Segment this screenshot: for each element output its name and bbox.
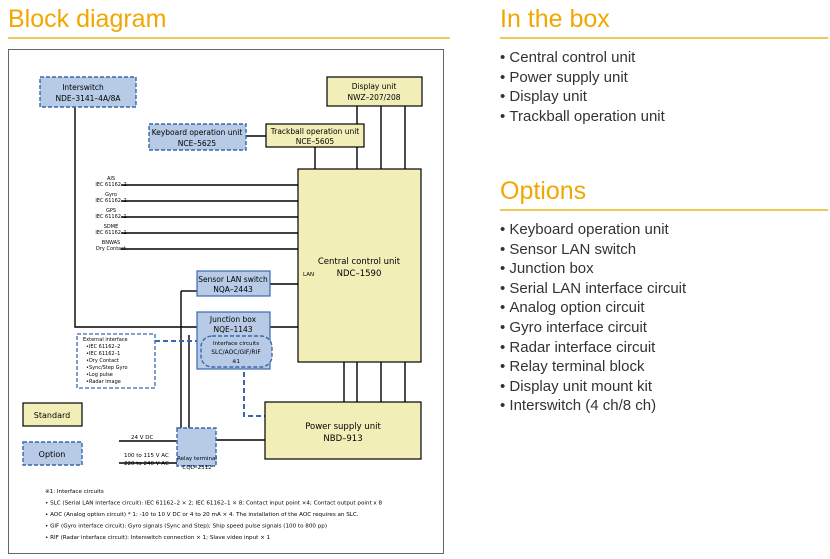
in-the-box-item: Trackball operation unit [500,107,664,127]
input-label-standard: IEC 61162–1 [95,214,126,220]
power-label-dc: 24 V DC [131,435,153,441]
relay-terminal-model: CQD–2312 [182,465,211,471]
external-interface-block: External interface•IEC 61162–2•IEC 61162… [76,333,156,389]
in-the-box-title: In the box [500,5,610,33]
options-list: Keyboard operation unitSensor LAN switch… [500,220,686,416]
external-interface-line: •Sync/Step Gyro [86,365,128,371]
input-label-name: Gyro [105,192,117,198]
display-unit-model: NWZ–207/208 [347,93,400,102]
options-item: Interswitch (4 ch/8 ch) [500,396,686,416]
sensor-lan-switch-block: Sensor LAN switch NQA–2443 [196,270,271,297]
relay-terminal-name: Relay terminal [177,456,217,462]
footnote-line: • SLC (Serial LAN interface circuit): IE… [45,501,383,507]
options-item: Display unit mount kit [500,377,686,397]
external-interface-line: •Radar image [86,379,121,385]
input-label-name: AIS [107,176,115,182]
options-item: Keyboard operation unit [500,220,686,240]
trackball-unit-block: Trackball operation unit NCE–5605 [265,123,365,148]
in-the-box-item: Power supply unit [500,68,665,88]
ccu-model: NDC–1590 [337,269,382,279]
external-interface-line: External interface [83,337,128,343]
power-label-ac-low: 100 to 115 V AC [124,453,169,459]
block-diagram-rule [8,37,450,39]
block-diagram-title: Block diagram [8,5,167,33]
input-label-standard: IEC 61162–1 [95,230,126,236]
external-interface-line: •IEC 61162–2 [86,344,120,350]
options-item: Relay terminal block [500,357,686,377]
interswitch-block: Interswitch NDE–3141–4A/8A [39,76,137,108]
sensor-lan-model: NQA–2443 [213,285,253,294]
options-item: Junction box [500,259,686,279]
input-label-name: BNWAS [102,240,120,246]
psu-name: Power supply unit [305,422,381,432]
keyboard-unit-name: Keyboard operation unit [152,128,243,137]
keyboard-unit-block: Keyboard operation unit NCE–5625 [148,123,247,151]
interface-psu-link [243,351,272,417]
in-the-box-rule [500,37,828,39]
input-label-name: GPS [106,208,116,214]
sensor-lan-name: Sensor LAN switch [198,275,268,284]
legend-standard-label: Standard [34,411,70,420]
relay-terminal-block: Relay terminal CQD–2312 [176,427,217,471]
options-item: Radar interface circuit [500,338,686,358]
display-unit-name: Display unit [352,82,397,91]
psu-model: NBD–913 [323,434,362,444]
display-unit-block: Display unit NWZ–207/208 [326,76,423,107]
input-label-standard: IEC 61162–2 [95,182,126,188]
input-label-standard: Dry Contact [96,246,126,252]
external-interface-line: •IEC 61162–1 [86,351,120,357]
lan-label: LAN [303,272,314,278]
interswitch-junction-link [74,107,197,328]
footnote-line: • RIF (Radar interface circuit): Intersw… [45,535,271,541]
in-the-box-list: Central control unitPower supply unitDis… [500,48,665,127]
in-the-box-item: Central control unit [500,48,665,68]
external-interface-line: •Log pulse [86,372,113,378]
central-control-unit-block: Central control unit NDC–1590 LAN [297,168,422,363]
legend-option-label: Option [39,450,66,459]
input-label-name: SDME [104,224,119,230]
interface-circuits-types: SLC/AOC/GIF/RIF [211,349,261,356]
external-interface-line: •Dry Contact [86,358,119,364]
power-label-ac-high: 220 to 240 V AC [124,461,169,467]
footnote-line: • GIF (Gyro interface circuit): Gyro sig… [45,524,327,530]
footnote-line: • AOC (Analog option circuit) * 1: -10 t… [45,512,359,518]
power-supply-unit-block: Power supply unit NBD–913 [264,401,422,460]
options-item: Gyro interface circuit [500,318,686,338]
junction-box-name: Junction box [209,315,257,324]
options-item: Sensor LAN switch [500,240,686,260]
keyboard-unit-model: NCE–5625 [178,139,217,148]
legend-standard: Standard [22,402,83,427]
trackball-unit-model: NCE–5605 [296,137,335,146]
interface-circuits-name: Interface circuits [213,341,259,347]
interswitch-model: NDE–3141–4A/8A [55,94,121,103]
input-label-standard: IEC 61162–2 [95,198,126,204]
junction-box-model: NQE–1143 [213,325,252,334]
trackball-unit-name: Trackball operation unit [270,127,360,136]
footnote-line: ※1: Interface circuits [45,489,104,495]
block-diagram: Display unit NWZ–207/208 Trackball opera… [8,49,444,554]
options-title: Options [500,177,587,205]
options-item: Analog option circuit [500,298,686,318]
options-item: Serial LAN interface circuit [500,279,686,299]
interswitch-name: Interswitch [62,83,104,92]
options-rule [500,209,828,211]
interface-circuits-block: Interface circuits SLC/AOC/GIF/RIF ※1 [200,335,273,368]
in-the-box-item: Display unit [500,87,665,107]
legend-option: Option [22,441,83,466]
ccu-name: Central control unit [318,257,401,267]
interface-circuits-note: ※1 [232,359,240,365]
